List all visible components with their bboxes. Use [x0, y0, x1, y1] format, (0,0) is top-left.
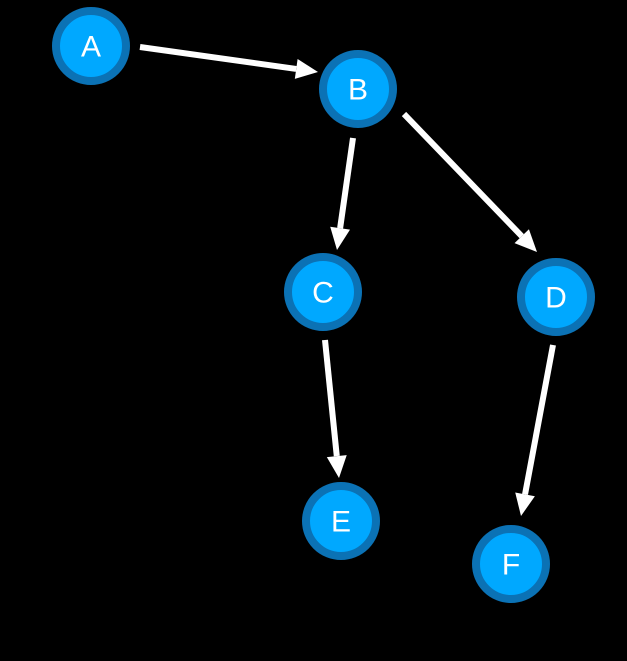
node-label-b: B — [348, 74, 368, 107]
edge-b-c — [330, 137, 356, 250]
graph-node-b[interactable]: B — [319, 50, 397, 128]
arrowhead-c-e — [326, 455, 347, 478]
edge-d-f — [515, 344, 556, 516]
nodes-layer: A B C D E F — [52, 7, 595, 603]
node-circle-e[interactable] — [302, 482, 380, 560]
node-circle-d[interactable] — [517, 258, 595, 336]
edges-layer — [139, 44, 556, 516]
node-label-c: C — [312, 277, 334, 310]
edge-c-e — [322, 339, 347, 478]
node-label-a: A — [81, 31, 101, 64]
arrowhead-b-c — [330, 226, 351, 250]
arrowhead-d-f — [515, 492, 535, 516]
node-label-d: D — [545, 282, 567, 315]
node-label-e: E — [331, 506, 351, 539]
node-circle-a[interactable] — [52, 7, 130, 85]
graph-node-c[interactable]: C — [284, 253, 362, 331]
arrowhead-a-b — [294, 59, 318, 79]
edge-b-d — [401, 111, 537, 252]
node-circle-b[interactable] — [319, 50, 397, 128]
graph-node-a[interactable]: A — [52, 7, 130, 85]
graph-node-d[interactable]: D — [517, 258, 595, 336]
edge-a-b — [139, 44, 318, 79]
node-circle-f[interactable] — [472, 525, 550, 603]
graph-node-e[interactable]: E — [302, 482, 380, 560]
node-label-f: F — [502, 549, 520, 582]
graph-node-f[interactable]: F — [472, 525, 550, 603]
arrowhead-b-d — [514, 229, 537, 252]
node-circle-c[interactable] — [284, 253, 362, 331]
